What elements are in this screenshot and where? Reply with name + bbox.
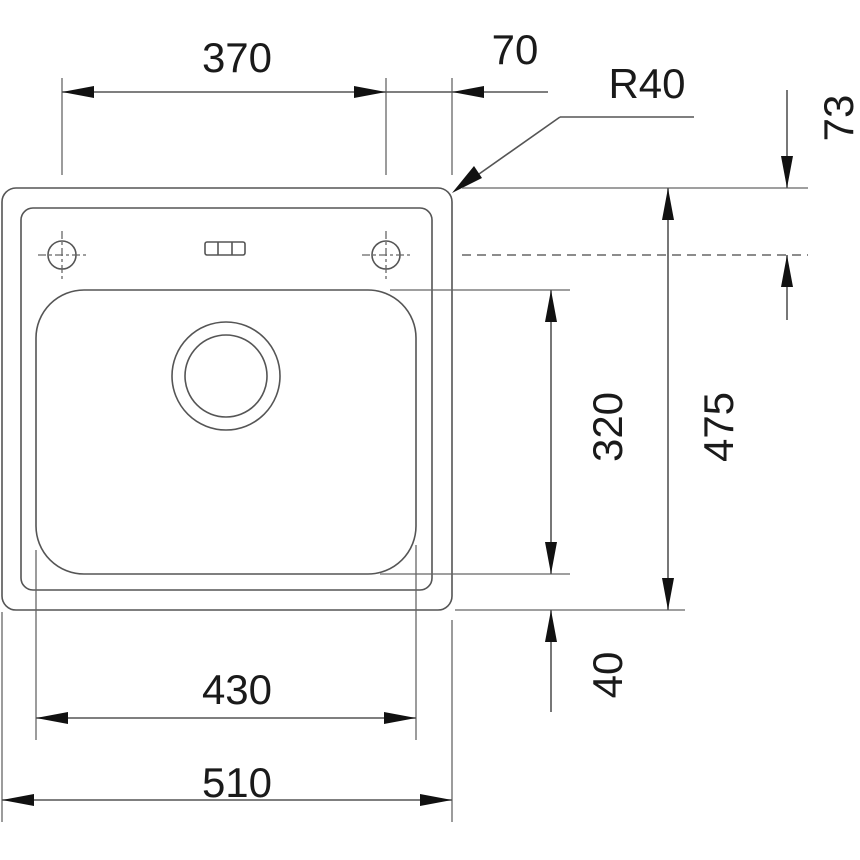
tap-hole-right-icon (362, 231, 410, 279)
drain-icon (171, 321, 281, 431)
dimension-label: R40 (608, 60, 685, 107)
dimension-label: 320 (584, 392, 631, 462)
dimension-70: 70 (386, 26, 548, 175)
overflow-icon (204, 241, 246, 256)
dimension-510: 510 (1, 612, 453, 822)
dimension-430: 430 (35, 545, 417, 740)
sink-inner-rim (20, 207, 433, 591)
dimension-475: 475 (662, 188, 742, 610)
dimension-r40: R40 (452, 60, 694, 193)
sink-bowl (35, 289, 417, 575)
dimension-label: 510 (202, 759, 272, 806)
dimension-73: 73 (781, 90, 860, 320)
dimension-320: 320 (545, 290, 631, 574)
dimension-40: 40 (545, 610, 631, 712)
sink-outer-outline (1, 187, 453, 611)
dimension-label: 70 (492, 26, 539, 73)
tap-hole-left-icon (38, 231, 86, 279)
dimension-label: 73 (815, 95, 860, 142)
dimension-label: 430 (202, 666, 272, 713)
dimension-370: 370 (61, 34, 387, 175)
dimension-label: 40 (584, 652, 631, 699)
dimension-label: 370 (202, 34, 272, 81)
dimension-label: 475 (695, 392, 742, 462)
